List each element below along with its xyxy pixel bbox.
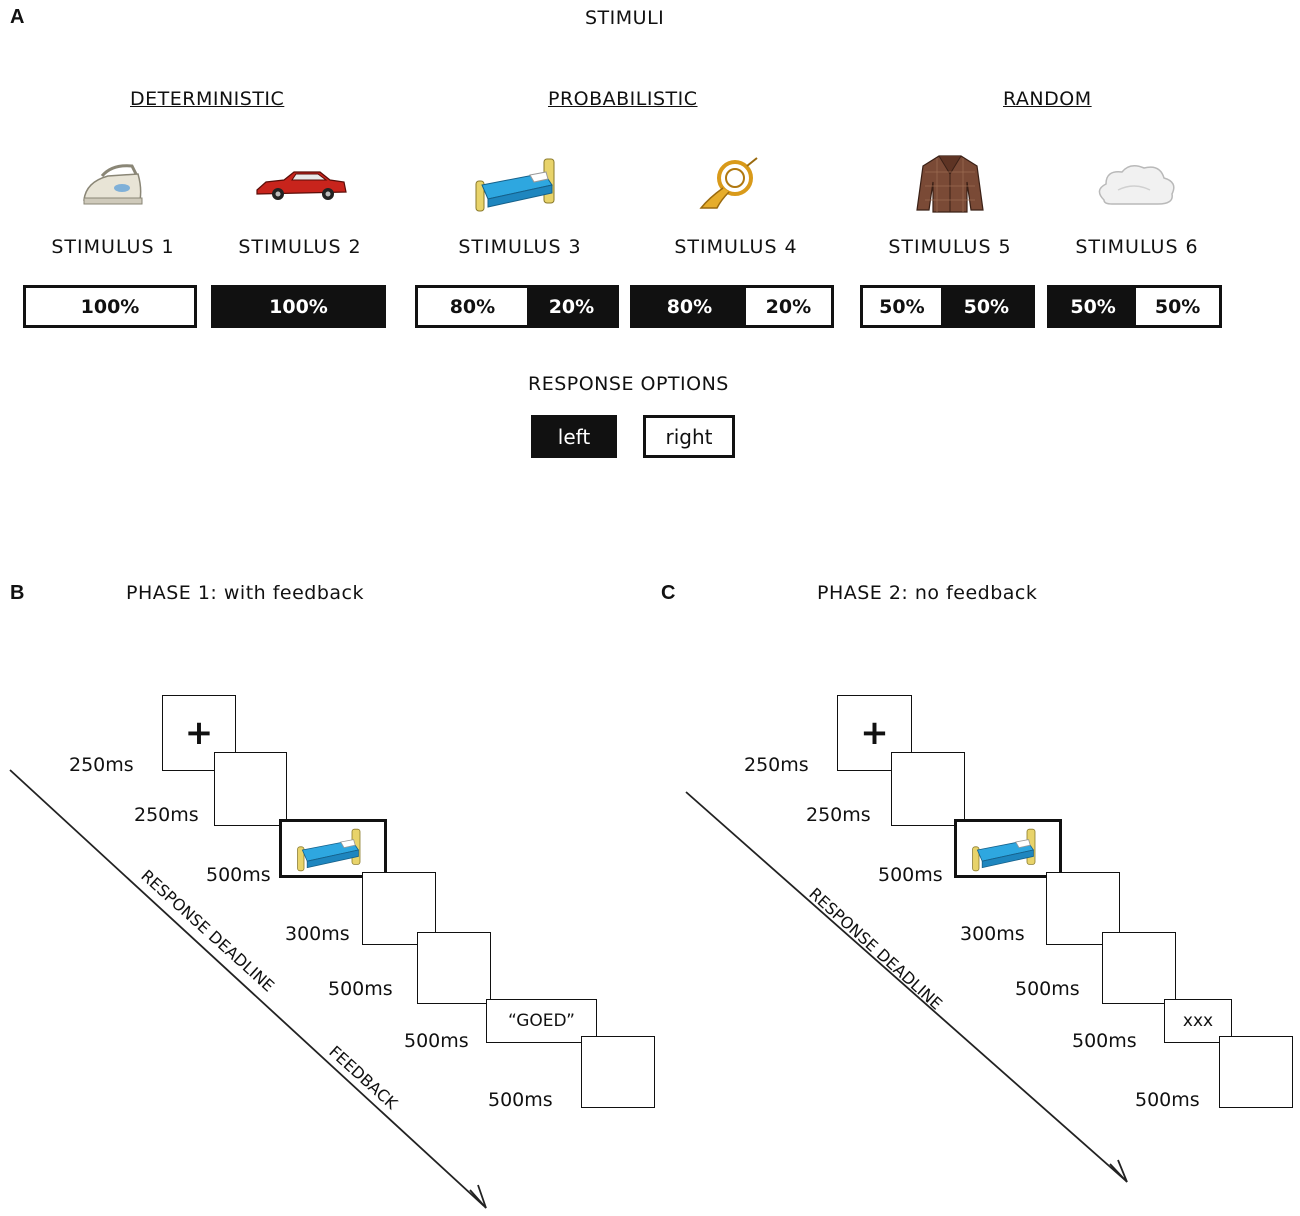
time-label: 500ms (1135, 1089, 1200, 1111)
feedback-box: “GOED” (486, 999, 597, 1043)
response-left-button: left (531, 415, 617, 458)
bed-icon (297, 828, 361, 872)
feedback-axis-label: FEEDBACK (325, 1042, 402, 1114)
time-label: 300ms (285, 923, 350, 945)
bar-segment: 100% (26, 288, 194, 325)
time-label: 500ms (1072, 1030, 1137, 1052)
time-label: 300ms (960, 923, 1025, 945)
time-label: 500ms (328, 978, 393, 1000)
stimulus-box (279, 819, 387, 878)
response-deadline-label: RESPONSE DEADLINE (805, 884, 947, 1014)
cloud-icon (1098, 165, 1175, 205)
feedback-text: xxx (1182, 1011, 1214, 1031)
bar-segment: 50% (863, 288, 941, 325)
time-label: 500ms (206, 864, 271, 886)
bar-segment: 20% (745, 288, 831, 325)
fixation-box: + (162, 695, 236, 771)
stimulus-6-bar: 50% 50% (1047, 285, 1222, 328)
time-label: 250ms (134, 804, 199, 826)
panel-c-title: PHASE 2: no feedback (817, 582, 1038, 604)
heading-random: RANDOM (1003, 88, 1092, 110)
feedback-box: xxx (1164, 999, 1232, 1043)
stimulus-3-label: STIMULUS 3 (458, 236, 582, 258)
blank-box (581, 1036, 655, 1108)
response-options-title: RESPONSE OPTIONS (528, 373, 729, 395)
stimulus-5-bar: 50% 50% (860, 285, 1035, 328)
stimulus-1-label: STIMULUS 1 (51, 236, 175, 258)
bar-segment: 50% (1136, 288, 1219, 325)
bed-icon (972, 828, 1036, 872)
panel-c-letter: C (661, 582, 676, 604)
panel-a-letter: A (10, 6, 25, 28)
time-label: 500ms (488, 1089, 553, 1111)
jacket-icon (916, 155, 984, 213)
heading-deterministic: DETERMINISTIC (130, 88, 285, 110)
iron-icon (83, 164, 143, 205)
blank-box (1219, 1036, 1293, 1108)
bar-segment: 100% (214, 288, 383, 325)
feedback-text: “GOED” (508, 1011, 575, 1031)
blank-box (214, 752, 287, 826)
time-label: 250ms (69, 754, 134, 776)
french-horn-icon (699, 157, 758, 209)
bar-segment: 20% (526, 288, 616, 325)
time-label: 500ms (404, 1030, 469, 1052)
bed-icon (475, 158, 555, 212)
bar-segment: 50% (1050, 288, 1137, 325)
stimulus-2-bar: 100% (211, 285, 386, 328)
stimulus-4-bar: 80% 20% (630, 285, 834, 328)
fixation-cross: + (184, 713, 214, 753)
bar-segment: 50% (940, 288, 1032, 325)
stimulus-5-label: STIMULUS 5 (888, 236, 1012, 258)
stimulus-4-label: STIMULUS 4 (674, 236, 798, 258)
car-icon (256, 171, 347, 200)
panel-a-title: STIMULI (585, 7, 665, 29)
stimulus-2-label: STIMULUS 2 (238, 236, 362, 258)
time-label: 500ms (1015, 978, 1080, 1000)
blank-box (1102, 932, 1176, 1004)
blank-box (417, 932, 491, 1004)
blank-box (891, 752, 965, 826)
heading-probabilistic: PROBABILISTIC (548, 88, 698, 110)
time-label: 250ms (806, 804, 871, 826)
fixation-cross: + (860, 713, 889, 753)
time-label: 500ms (878, 864, 943, 886)
panel-b-title: PHASE 1: with feedback (126, 582, 365, 604)
stimulus-6-label: STIMULUS 6 (1075, 236, 1199, 258)
panel-b-letter: B (10, 582, 25, 604)
stimulus-box (954, 819, 1062, 878)
bar-segment: 80% (418, 288, 527, 325)
stimulus-3-bar: 80% 20% (415, 285, 619, 328)
stimulus-1-bar: 100% (23, 285, 197, 328)
response-right-button: right (643, 415, 735, 458)
time-label: 250ms (744, 754, 809, 776)
bar-segment: 80% (633, 288, 746, 325)
